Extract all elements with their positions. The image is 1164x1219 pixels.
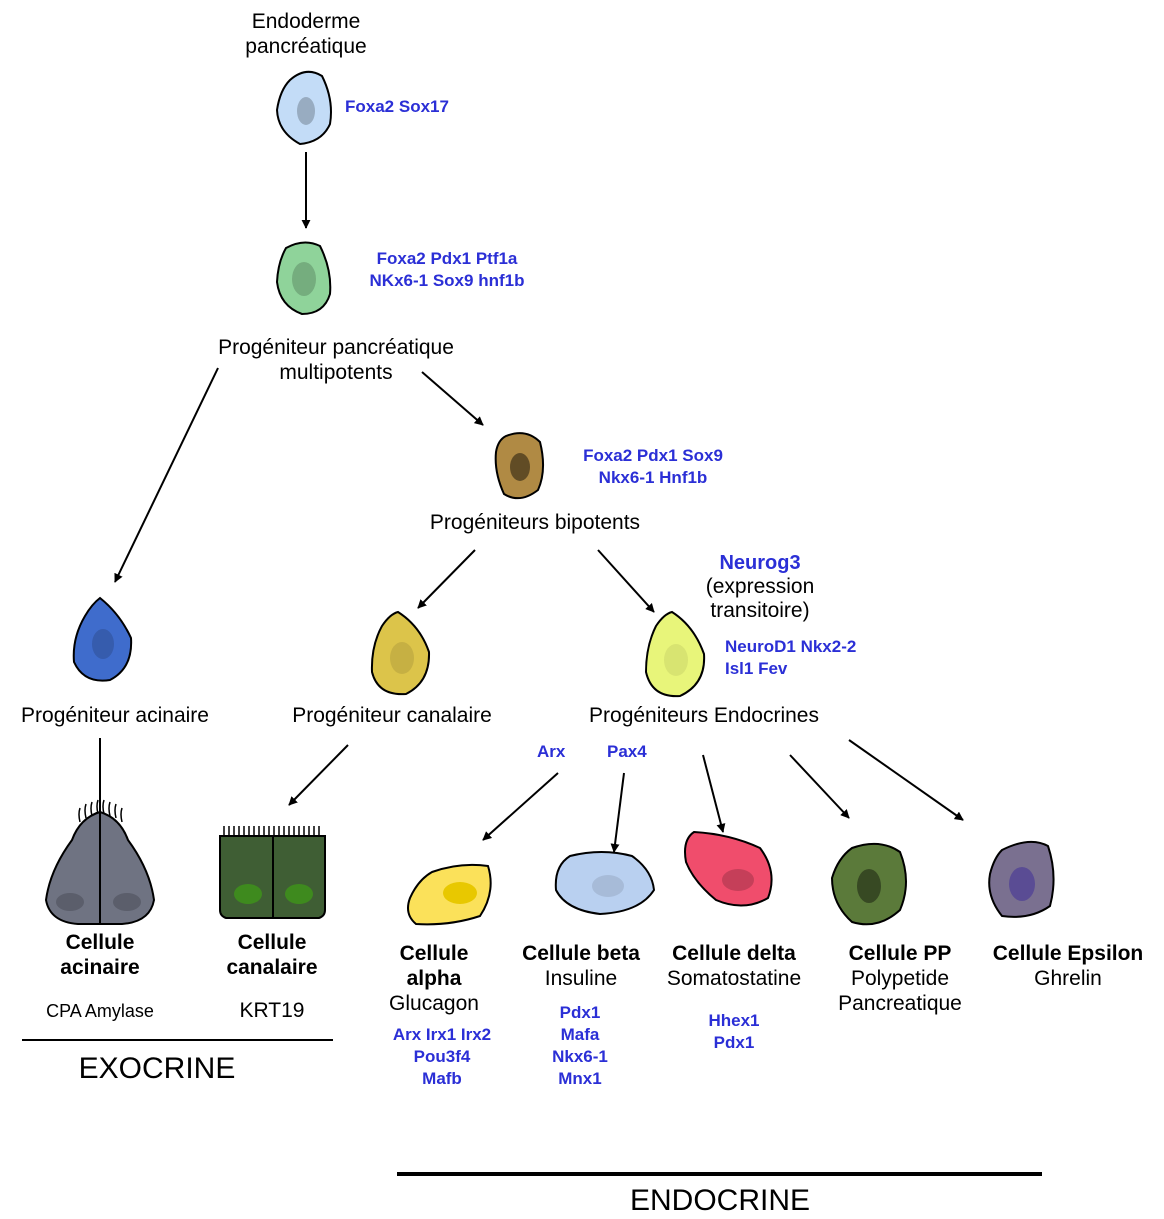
bipotent-label: Progéniteurs bipotents bbox=[429, 511, 641, 534]
endoderm-cell bbox=[275, 70, 332, 146]
endocrine-title: ENDOCRINE bbox=[629, 1184, 810, 1217]
beta-cell bbox=[554, 851, 656, 916]
endoderm-label-line1: Endoderme bbox=[251, 10, 361, 33]
arrow-bipotent-to-endocrine bbox=[597, 549, 655, 613]
arrow-multipotent-to-bipotent bbox=[421, 371, 484, 426]
acinar-progenitor-cell bbox=[72, 596, 133, 682]
acinar-cell bbox=[44, 799, 156, 925]
pax4-marker: Pax4 bbox=[607, 742, 647, 761]
alpha-cell-hormone: Glucagon bbox=[389, 992, 479, 1015]
neurog3-expression-line2: transitoire) bbox=[710, 599, 810, 622]
delta-cell-hormone: Somatostatine bbox=[666, 967, 802, 990]
multipotent-markers-line1: Foxa2 Pdx1 Ptf1a bbox=[376, 249, 518, 268]
endoderm-label-line2: pancréatique bbox=[245, 35, 367, 58]
acinar-cell-name-line2: acinaire bbox=[60, 956, 140, 979]
acinar-cell-name-line1: Cellule bbox=[65, 931, 135, 954]
exocrine-title: EXOCRINE bbox=[78, 1052, 236, 1085]
epsilon-cell bbox=[988, 840, 1055, 918]
beta-marker-2: Nkx6-1 bbox=[552, 1047, 608, 1066]
ductal-progenitor-cell bbox=[370, 610, 431, 696]
alpha-marker-1: Pou3f4 bbox=[413, 1047, 471, 1066]
alpha-cell-name-line1: Cellule bbox=[399, 942, 469, 965]
ductal-cell-markers: KRT19 bbox=[239, 999, 305, 1022]
endocrine-prog-markers-line2: Isl1 Fev bbox=[725, 659, 788, 678]
beta-marker-1: Mafa bbox=[560, 1025, 600, 1044]
epsilon-cell-hormone: Ghrelin bbox=[1034, 967, 1102, 990]
bipotent-cell bbox=[494, 432, 544, 500]
beta-marker-3: Mnx1 bbox=[558, 1069, 602, 1088]
beta-marker-0: Pdx1 bbox=[559, 1003, 601, 1022]
ductal-progenitor-label: Progéniteur canalaire bbox=[292, 704, 492, 727]
pp-cell-hormone-line1: Polypetide bbox=[850, 967, 950, 990]
endoderm-markers: Foxa2 Sox17 bbox=[345, 97, 449, 116]
multipotent-label-line2: multipotents bbox=[279, 361, 393, 384]
alpha-cell-name-line2: alpha bbox=[406, 967, 462, 990]
delta-marker-1: Pdx1 bbox=[713, 1033, 755, 1052]
acinar-cell-markers: CPA Amylase bbox=[46, 1001, 154, 1021]
arrow-endocrine-to-epsilon bbox=[848, 739, 964, 821]
arrow-bipotent-to-ductal bbox=[417, 549, 476, 609]
arx-marker: Arx bbox=[537, 742, 566, 761]
arrow-endocrine-to-pp bbox=[789, 754, 850, 819]
arrow-endocrine-to-delta bbox=[702, 754, 726, 833]
endocrine-progenitor-cell bbox=[644, 610, 706, 698]
delta-marker-0: Hhex1 bbox=[708, 1011, 760, 1030]
acinar-progenitor-label: Progéniteur acinaire bbox=[21, 704, 209, 727]
arrow-ductal-prog-to-ductal-cell bbox=[288, 744, 349, 806]
beta-cell-name: Cellule beta bbox=[522, 942, 640, 965]
alpha-cell bbox=[407, 863, 492, 926]
arrow-endocrine-to-beta bbox=[610, 772, 625, 853]
ductal-cell bbox=[219, 826, 326, 919]
multipotent-markers-line2: NKx6-1 Sox9 hnf1b bbox=[369, 271, 525, 290]
endocrine-progenitor-label: Progéniteurs Endocrines bbox=[589, 704, 819, 727]
bipotent-markers-line1: Foxa2 Pdx1 Sox9 bbox=[583, 446, 723, 465]
pp-cell-name: Cellule PP bbox=[848, 942, 952, 965]
ductal-cell-name-line2: canalaire bbox=[226, 956, 318, 979]
arrow-multipotent-to-acinar bbox=[114, 367, 219, 583]
endocrine-prog-markers-line1: NeuroD1 Nkx2-2 bbox=[725, 637, 857, 656]
neurog3-expression-line1: (expression bbox=[705, 575, 815, 598]
alpha-marker-0: Arx Irx1 Irx2 bbox=[392, 1025, 492, 1044]
delta-cell-name: Cellule delta bbox=[672, 942, 796, 965]
multipotent-label-line1: Progéniteur pancréatique bbox=[218, 336, 454, 359]
ductal-cell-name-line1: Cellule bbox=[237, 931, 307, 954]
pp-cell-hormone-line2: Pancreatique bbox=[838, 992, 962, 1015]
epsilon-cell-name: Cellule Epsilon bbox=[992, 942, 1144, 965]
beta-cell-hormone: Insuline bbox=[544, 967, 618, 990]
bipotent-markers-line2: Nkx6-1 Hnf1b bbox=[598, 468, 708, 487]
alpha-marker-2: Mafb bbox=[422, 1069, 462, 1088]
neurog3-label: Neurog3 bbox=[719, 552, 801, 574]
pp-cell bbox=[830, 842, 907, 926]
multipotent-cell bbox=[275, 241, 332, 316]
arrow-endocrine-to-alpha bbox=[482, 772, 559, 841]
delta-cell bbox=[684, 830, 773, 907]
